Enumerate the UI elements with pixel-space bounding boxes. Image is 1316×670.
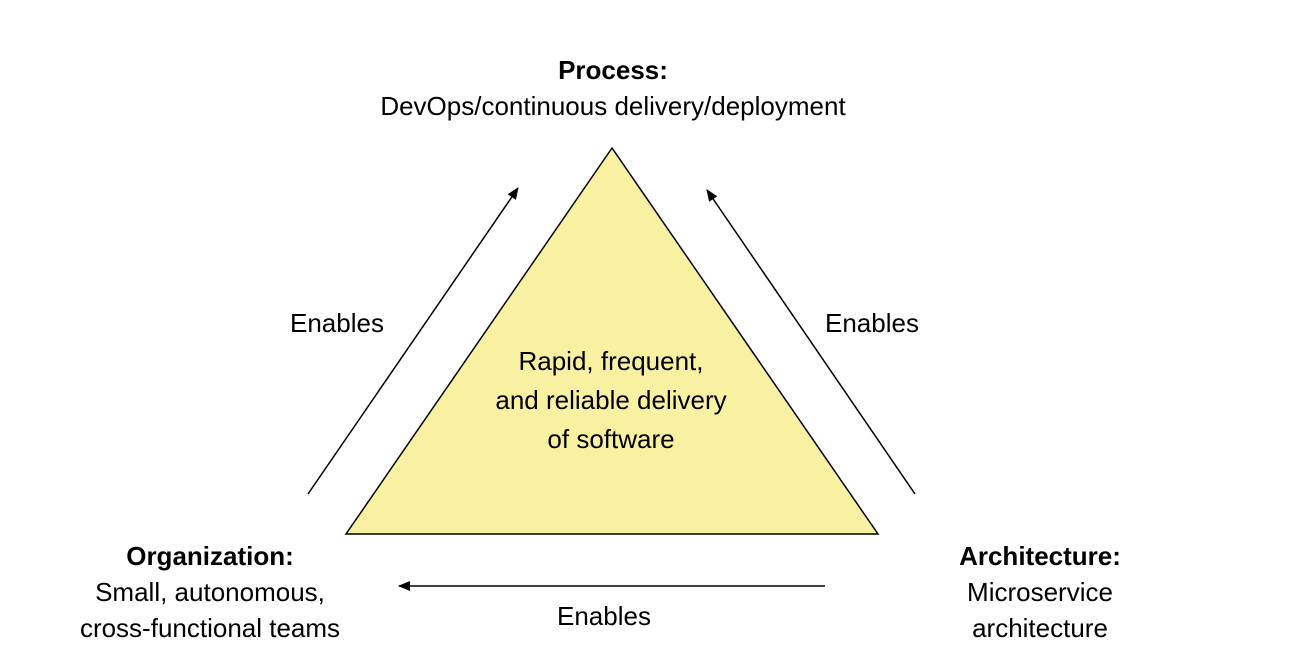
organization-node: Organization: Small, autonomous, cross-f… [30, 538, 390, 646]
architecture-description-line-2: architecture [972, 613, 1108, 643]
left-enables-label: Enables [290, 308, 384, 338]
architecture-heading: Architecture: [959, 541, 1121, 571]
goal-line-3: of software [547, 424, 675, 454]
architecture-node: Architecture: Microservice architecture [900, 538, 1180, 646]
right-enables-arrow [706, 189, 916, 495]
bottom-enables-label: Enables [557, 601, 651, 631]
organization-description-line-1: Small, autonomous, [95, 577, 325, 607]
goal-line-1: Rapid, frequent, [518, 346, 704, 376]
goal-line-2: and reliable delivery [495, 385, 727, 415]
left-enables-arrow [307, 187, 519, 495]
central-triangle [344, 146, 880, 535]
goal-text: Rapid, frequent, and reliable delivery o… [461, 342, 761, 459]
architecture-description-line-1: Microservice [967, 577, 1113, 607]
process-heading: Process: [558, 55, 668, 85]
organization-heading: Organization: [126, 541, 294, 571]
process-description: DevOps/continuous delivery/deployment [380, 91, 846, 121]
process-node: Process: DevOps/continuous delivery/depl… [308, 52, 918, 124]
right-enables-label: Enables [825, 308, 919, 338]
organization-description-line-2: cross-functional teams [79, 613, 341, 643]
